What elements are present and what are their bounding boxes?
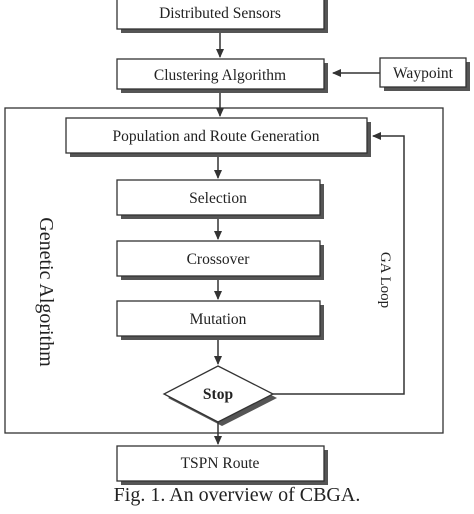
node-distributed-sensors-label: Distributed Sensors [159, 5, 281, 22]
edge-ga-loop [273, 132, 405, 395]
node-crossover-label: Crossover [187, 251, 251, 268]
node-selection: Selection [116, 179, 324, 219]
node-clustering-algorithm-label: Clustering Algorithm [154, 67, 286, 84]
genetic-algorithm-label: Genetic Algorithm [35, 217, 57, 367]
node-clustering-algorithm: Clustering Algorithm [116, 58, 328, 93]
node-stop-label: Stop [203, 386, 233, 403]
node-waypoint-label: Waypoint [393, 65, 454, 82]
node-population-route-generation-label: Population and Route Generation [112, 128, 319, 145]
node-selection-label: Selection [189, 190, 247, 207]
node-stop-decision: Stop [162, 365, 277, 426]
node-tspn-route-label: TSPN Route [181, 455, 260, 472]
figure-caption: Fig. 1. An overview of CBGA. [113, 484, 361, 506]
node-mutation-label: Mutation [190, 311, 247, 328]
node-distributed-sensors: Distributed Sensors [116, 0, 328, 33]
node-mutation: Mutation [116, 300, 324, 340]
node-waypoint: Waypoint [379, 57, 470, 91]
ga-loop-label: GA Loop [377, 252, 393, 308]
genetic-algorithm-frame [4, 107, 444, 434]
node-crossover: Crossover [116, 240, 324, 280]
node-tspn-route: TSPN Route [116, 445, 328, 485]
node-population-route-generation: Population and Route Generation [65, 117, 371, 157]
